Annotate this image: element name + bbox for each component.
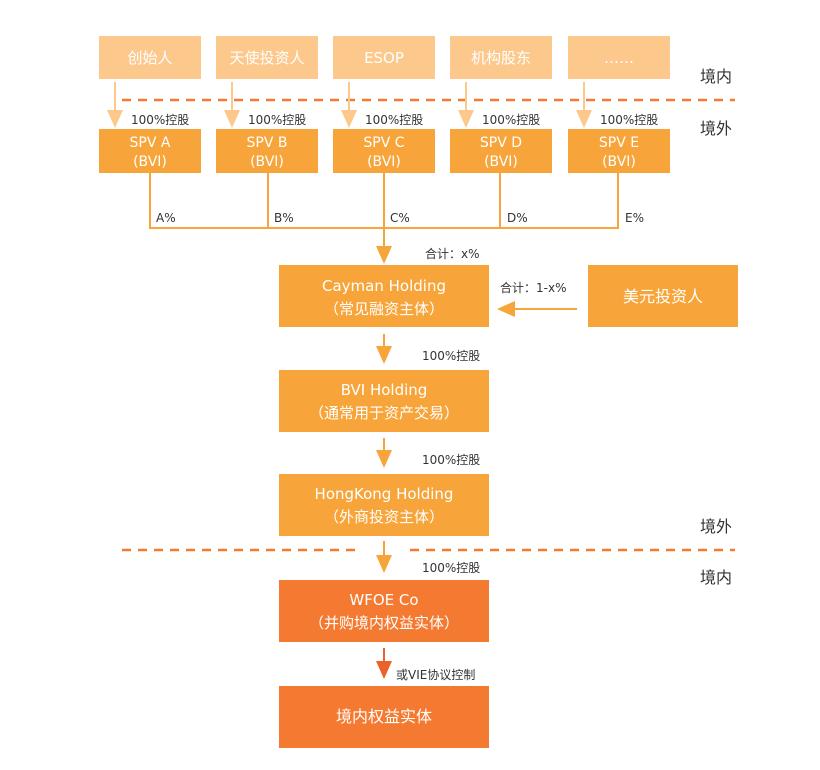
source-control-label-3: 100%控股 [482,113,540,127]
spv-box-1: SPV B (BVI) [216,129,318,173]
spv-share-label-3: D% [507,211,528,225]
source-box-4: …… [568,36,670,79]
svg-text:Cayman Holding: Cayman Holding [322,277,446,295]
spv-share-label-1: B% [274,211,294,225]
zone-label-top-overseas: 境外 [700,119,732,138]
svg-text:机构股东: 机构股东 [471,49,531,67]
svg-text:美元投资人: 美元投资人 [623,287,703,306]
hongkong-holding-box: HongKong Holding （外商投资主体） [279,474,489,536]
svg-text:WFOE Co: WFOE Co [349,591,418,609]
svg-text:(BVI): (BVI) [133,154,167,170]
svg-text:（常见融资主体）: （常见融资主体） [324,300,444,318]
bvi-control-label: 100%控股 [422,349,480,363]
spv-share-label-2: C% [390,211,410,225]
svg-text:(BVI): (BVI) [250,154,284,170]
zone-label-bottom-overseas: 境外 [700,517,732,536]
spv-box-0: SPV A (BVI) [99,129,201,173]
svg-text:(BVI): (BVI) [484,154,518,170]
svg-text:SPV D: SPV D [480,135,522,151]
source-box-3: 机构股东 [450,36,552,79]
svg-text:SPV E: SPV E [599,135,639,151]
svg-text:BVI Holding: BVI Holding [341,381,428,399]
svg-text:境内权益实体: 境内权益实体 [336,707,432,726]
svg-text:（外商投资主体）: （外商投资主体） [324,508,444,526]
zone-label-bottom-domestic: 境内 [700,568,732,587]
source-control-label-1: 100%控股 [248,113,306,127]
hk-control-label: 100%控股 [422,453,480,467]
svg-text:(BVI): (BVI) [602,154,636,170]
svg-text:天使投资人: 天使投资人 [229,49,304,67]
source-control-label-2: 100%控股 [365,113,423,127]
svg-text:ESOP: ESOP [364,49,404,67]
spv-box-4: SPV E (BVI) [568,129,670,173]
usd-investor-box: 美元投资人 [588,265,738,327]
svg-text:SPV C: SPV C [363,135,404,151]
vie-control-label: 或VIE协议控制 [396,667,475,682]
source-box-2: ESOP [333,36,435,79]
source-control-label-4: 100%控股 [600,113,658,127]
total-x-label: 合计：x% [425,246,480,261]
spv-box-3: SPV D (BVI) [450,129,552,173]
bvi-holding-box: BVI Holding （通常用于资产交易） [279,370,489,432]
wfoe-box: WFOE Co （并购境内权益实体） [279,580,489,642]
svg-text:HongKong Holding: HongKong Holding [315,485,454,503]
spv-connector-lines [149,173,619,264]
source-box-0: 创始人 [99,36,201,79]
cayman-holding-box: Cayman Holding （常见融资主体） [279,265,489,327]
domestic-entity-box: 境内权益实体 [279,686,489,748]
source-control-label-0: 100%控股 [131,113,189,127]
spv-share-label-4: E% [625,211,644,225]
svg-text:创始人: 创始人 [127,49,172,67]
svg-text:SPV A: SPV A [130,135,171,151]
spv-box-2: SPV C (BVI) [333,129,435,173]
svg-text:(BVI): (BVI) [367,154,401,170]
zone-label-top-domestic: 境内 [700,67,732,86]
source-box-1: 天使投资人 [216,36,318,79]
svg-text:……: …… [604,49,634,67]
svg-text:（通常用于资产交易）: （通常用于资产交易） [309,404,459,422]
svg-text:（并购境内权益实体）: （并购境内权益实体） [309,614,459,632]
svg-text:SPV B: SPV B [247,135,288,151]
usd-share-label: 合计：1-x% [500,280,566,295]
wfoe-control-label: 100%控股 [422,561,480,575]
spv-share-label-0: A% [156,211,176,225]
